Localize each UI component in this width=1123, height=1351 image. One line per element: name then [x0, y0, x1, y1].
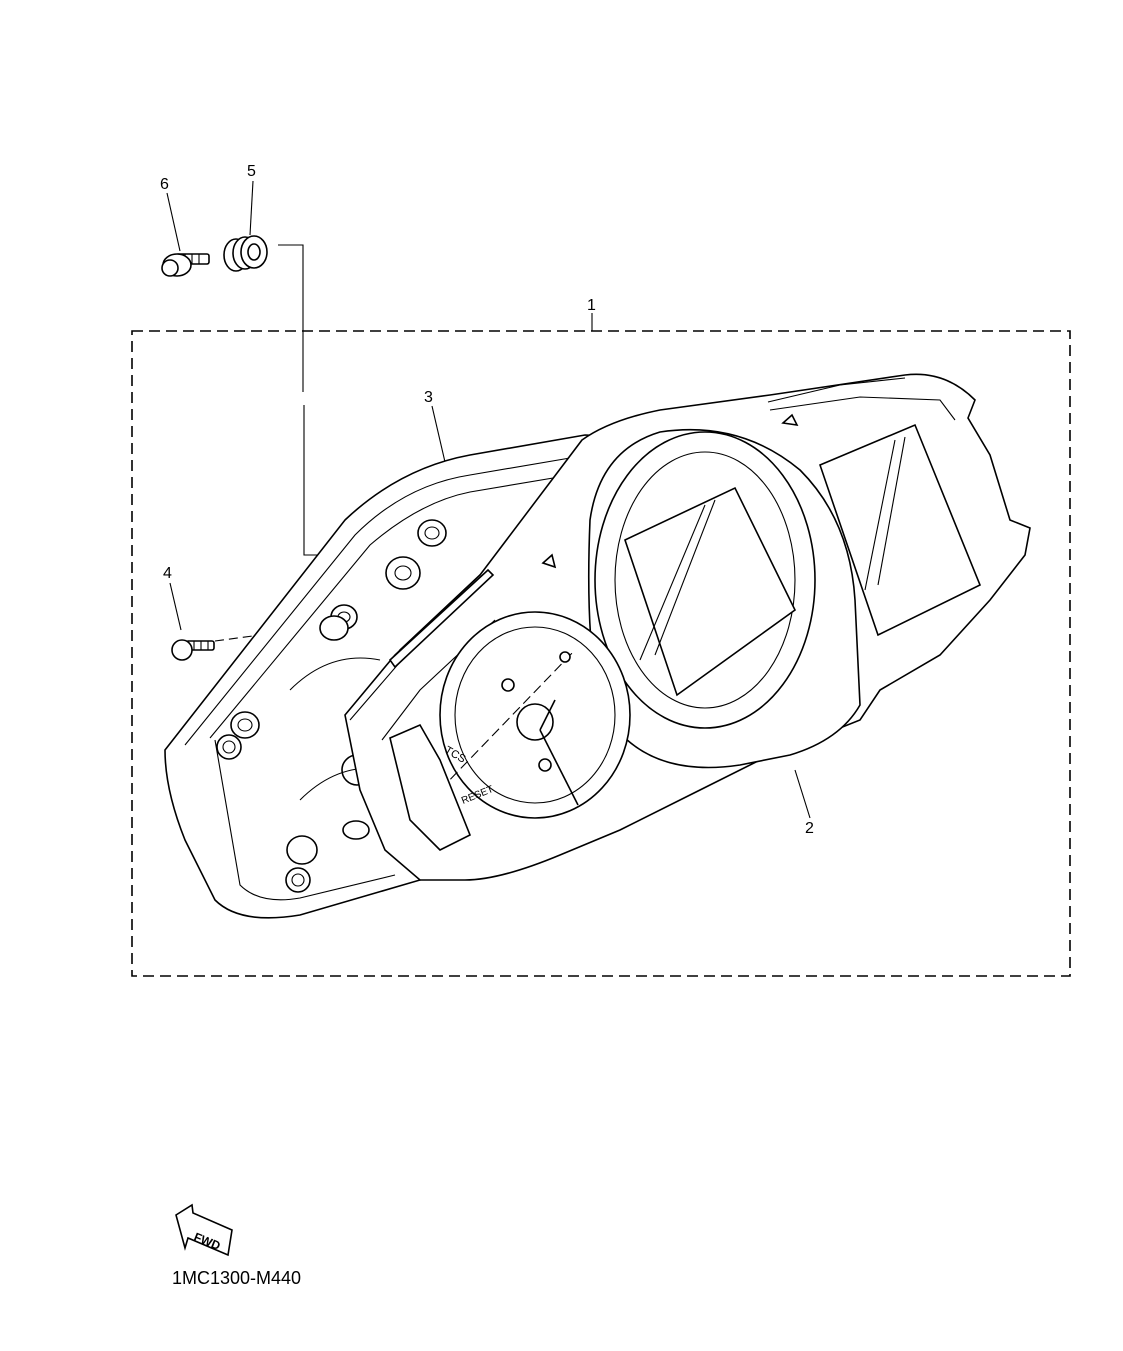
forward-arrow-icon: FWD — [175, 1203, 233, 1257]
callout-3: 3 — [424, 389, 433, 406]
grommet-part-5 — [223, 235, 268, 272]
diagram-code: 1MC1300-M440 — [172, 1268, 302, 1288]
upper-cover-part-2: TCS RESET — [344, 373, 1031, 881]
callout-5: 5 — [247, 163, 256, 180]
bolt-part-6 — [161, 253, 210, 277]
screw-part-4 — [171, 639, 215, 661]
leader-lines — [166, 180, 811, 819]
callout-6: 6 — [160, 176, 169, 193]
callout-2: 2 — [805, 820, 814, 837]
callout-4: 4 — [163, 565, 172, 582]
assembly-boundary — [131, 330, 1071, 977]
callout-1: 1 — [587, 297, 596, 314]
